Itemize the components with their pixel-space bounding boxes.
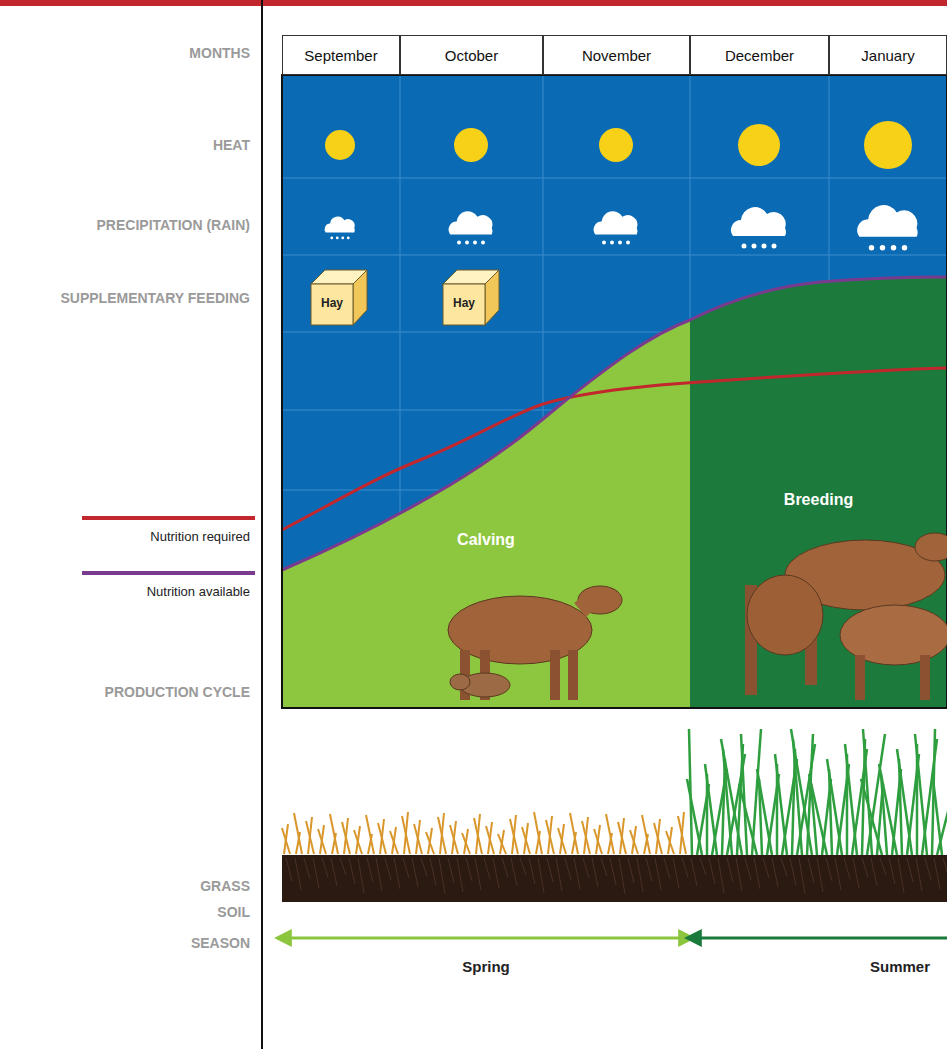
season-arrow [290, 937, 680, 940]
panel-border [282, 75, 947, 708]
row-label: SEASON [0, 935, 250, 951]
month-name: November [582, 47, 651, 64]
month-cell: January [829, 35, 947, 75]
production-band: Calving [282, 75, 690, 708]
green-grass [687, 729, 947, 855]
season-label: Spring [462, 958, 510, 975]
season-arrow [700, 937, 947, 940]
calving-area [282, 320, 690, 708]
legend-swatch [82, 516, 255, 520]
cows-figure [745, 533, 947, 700]
row-label: MONTHS [0, 45, 250, 61]
month-name: October [445, 47, 498, 64]
phase-label: Calving [282, 531, 690, 549]
phase-label: Breeding [690, 491, 947, 509]
row-label: PRECIPITATION (RAIN) [0, 217, 250, 233]
season-label: Summer [870, 958, 930, 975]
nutrition-required-line [282, 368, 947, 530]
month-cell: November [543, 35, 690, 75]
cow-figure [448, 586, 622, 700]
legend-swatch [82, 571, 255, 575]
month-cell: October [400, 35, 543, 75]
legend-text: Nutrition required [0, 529, 250, 544]
month-cell: September [282, 35, 400, 75]
soil-bar [282, 855, 947, 902]
cloud-icons [325, 205, 918, 251]
row-label: HEAT [0, 137, 250, 153]
chart-panel [282, 75, 947, 708]
top-bar [0, 0, 947, 6]
hay-label: Hay [443, 296, 485, 310]
row-label: PRODUCTION CYCLE [0, 684, 250, 700]
divider-line [261, 0, 263, 1049]
month-name: December [725, 47, 794, 64]
production-band: Breeding [690, 75, 947, 708]
hay-bale: Hay [310, 268, 368, 326]
month-name: January [861, 47, 914, 64]
nutrition-available-line [282, 277, 947, 570]
hay-label: Hay [311, 296, 353, 310]
row-label: SUPPLEMENTARY FEEDING [0, 290, 250, 306]
soil-roots [286, 858, 947, 894]
sun-icons [325, 121, 912, 169]
row-label: SOIL [0, 904, 250, 920]
dry-grass [282, 812, 686, 854]
hay-bale: Hay [442, 268, 500, 326]
row-label: GRASS [0, 878, 250, 894]
grid [282, 75, 947, 708]
month-cell: December [690, 35, 829, 75]
legend-text: Nutrition available [0, 584, 250, 599]
month-name: September [304, 47, 377, 64]
